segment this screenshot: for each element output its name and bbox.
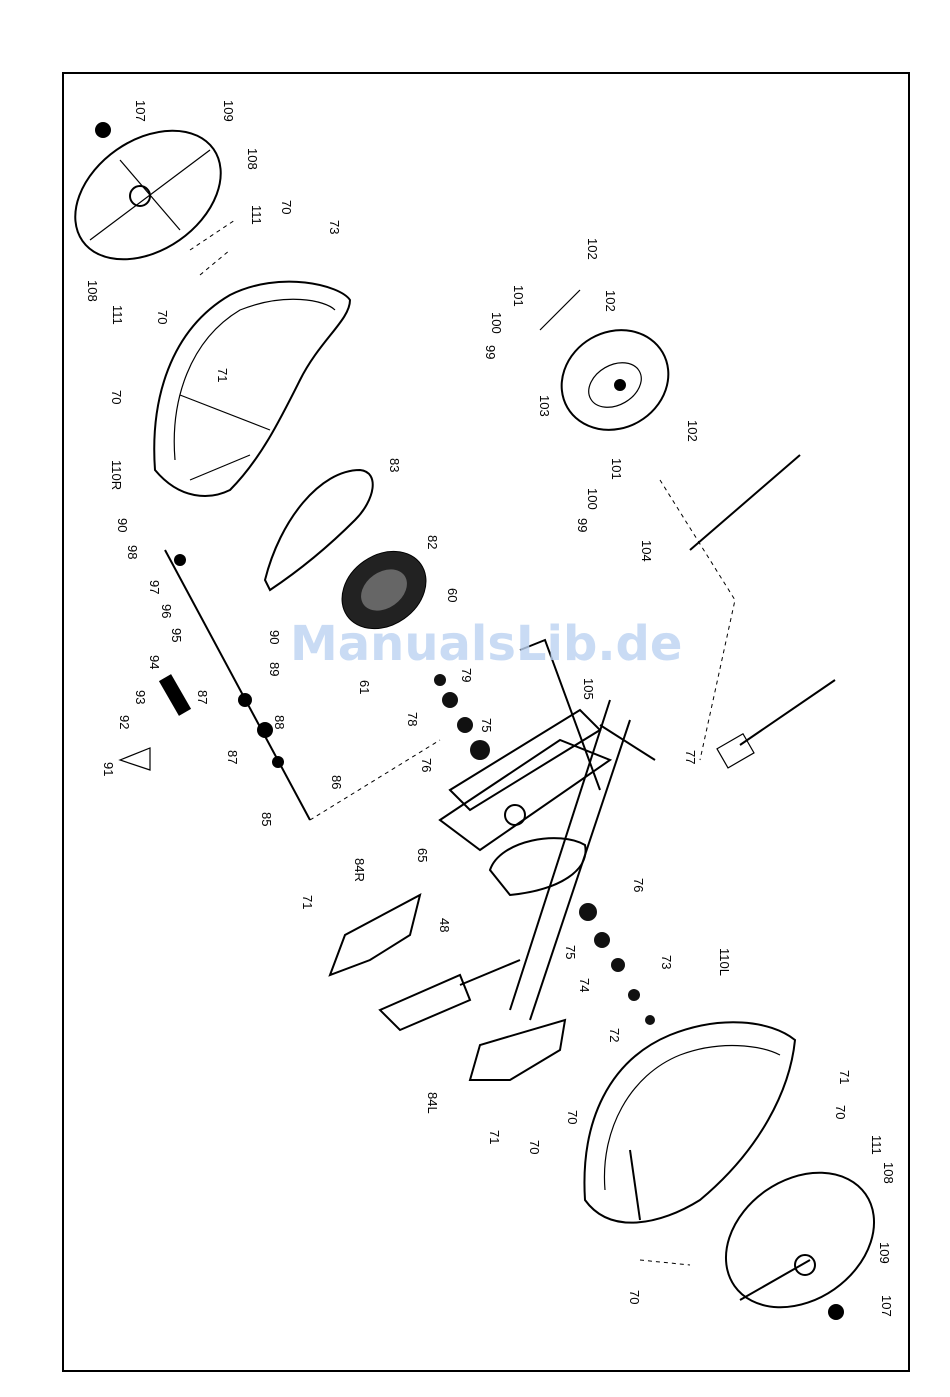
callout: 111: [249, 205, 264, 225]
callout: 102: [685, 420, 700, 442]
callout: 110R: [109, 460, 124, 490]
crank-shroud-left: [470, 1020, 565, 1080]
leader-lines: [190, 220, 735, 1265]
callout: 98: [125, 545, 140, 559]
callout: 96: [159, 604, 174, 618]
callout: 100: [489, 312, 504, 334]
callout: 70: [627, 1290, 642, 1304]
callout: 100: [585, 488, 600, 510]
callout: 70: [109, 390, 124, 404]
callout: 107: [133, 100, 148, 122]
callout: 91: [101, 762, 116, 776]
callout: 65: [415, 848, 430, 862]
callout: 94: [147, 655, 162, 669]
callout: 71: [837, 1070, 852, 1084]
callout: 74: [577, 978, 592, 992]
callout: 110L: [717, 948, 732, 976]
watermark: ManualsLib.de: [290, 616, 682, 672]
callout: 71: [487, 1130, 502, 1144]
left-cover-disc: [700, 1145, 900, 1335]
callout-labels: 107 109 108 111 108 111 70 73 70 71 70 1…: [85, 100, 896, 1317]
callout: 48: [437, 918, 452, 932]
callout: 108: [245, 148, 260, 170]
callout: 108: [881, 1162, 896, 1184]
callout: 88: [272, 715, 287, 729]
callout: 77: [683, 750, 698, 764]
callout: 111: [110, 305, 125, 325]
callout: 84R: [352, 858, 367, 882]
callout: 101: [609, 458, 624, 480]
callout: 72: [607, 1028, 622, 1042]
callout: 70: [155, 310, 170, 324]
callout: 70: [527, 1140, 542, 1154]
callout: 71: [215, 368, 230, 382]
callout: 105: [581, 678, 596, 700]
callout: 87: [195, 690, 210, 704]
callout: 93: [133, 690, 148, 704]
callout: 73: [327, 220, 342, 234]
callout: 104: [639, 540, 654, 562]
callout: 111: [869, 1135, 884, 1155]
callout: 109: [877, 1242, 892, 1264]
callout: 109: [221, 100, 236, 122]
callout: 97: [147, 580, 162, 594]
callout: 102: [603, 290, 618, 312]
callout: 102: [585, 238, 600, 260]
callout: 73: [659, 955, 674, 969]
callout: 78: [405, 712, 420, 726]
callout: 85: [259, 812, 274, 826]
callout: 95: [169, 628, 184, 642]
callout: 71: [300, 895, 315, 909]
callout: 70: [279, 200, 294, 214]
callout: 86: [329, 775, 344, 789]
callout: 107: [879, 1295, 894, 1317]
callout: 76: [631, 878, 646, 892]
callout: 75: [563, 945, 578, 959]
main-frame: [380, 640, 655, 1030]
callout: 90: [115, 518, 130, 532]
callout: 89: [267, 662, 282, 676]
right-cover-disc: [51, 104, 245, 286]
callout: 76: [419, 758, 434, 772]
right-side-cover: [154, 282, 350, 496]
callout: 70: [565, 1110, 580, 1124]
callout: 75: [479, 718, 494, 732]
callout: 60: [445, 588, 460, 602]
callout: 61: [357, 680, 372, 694]
callout: 99: [483, 345, 498, 359]
callout: 90: [267, 630, 282, 644]
flywheel: [540, 290, 687, 449]
callout: 84L: [425, 1092, 440, 1114]
callout: 99: [575, 518, 590, 532]
bearing-stack: [434, 674, 655, 1025]
callout: 108: [85, 280, 100, 302]
callout: 92: [117, 715, 132, 729]
callout: 83: [387, 458, 402, 472]
callout: 101: [511, 285, 526, 307]
callout: 70: [833, 1105, 848, 1119]
crank-shroud-right: [330, 895, 420, 975]
callout: 87: [225, 750, 240, 764]
callout: 103: [537, 395, 552, 417]
handle-bars: [690, 455, 835, 768]
callout: 82: [425, 535, 440, 549]
